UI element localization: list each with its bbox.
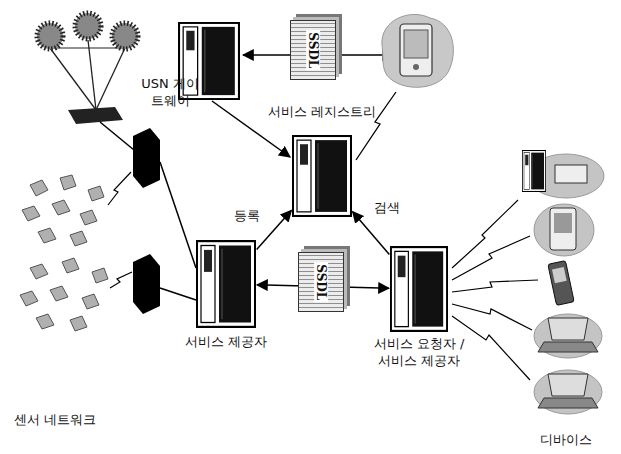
server-node: 서비스 제공자 [196,240,256,328]
server-icon [292,135,352,217]
document-icon: SSDL [290,20,336,80]
node-label: 서비스 레지스트리 [257,104,387,121]
text-label: USN 게이트웨이 [138,76,202,110]
edge-label: 검색 [372,200,402,216]
connector-arrow [353,212,390,255]
server-node: 서비스 레지스트리 [292,135,352,217]
text-label: 센서 네트워크 [14,412,96,429]
document-label: SSDL [306,30,320,70]
text-label: 디바이스 [540,432,592,449]
edge-document-label: SSDL [314,262,328,302]
server-icon [390,246,448,332]
server-icon [196,240,256,328]
edge-label: 등록 [232,208,262,224]
node-label: 서비스 제공자 [176,334,276,351]
server-node: 서비스 요청자 / 서비스 제공자 [390,246,448,332]
document-icon: SSDL [298,252,344,312]
node-label: 서비스 요청자 / 서비스 제공자 [369,336,469,370]
